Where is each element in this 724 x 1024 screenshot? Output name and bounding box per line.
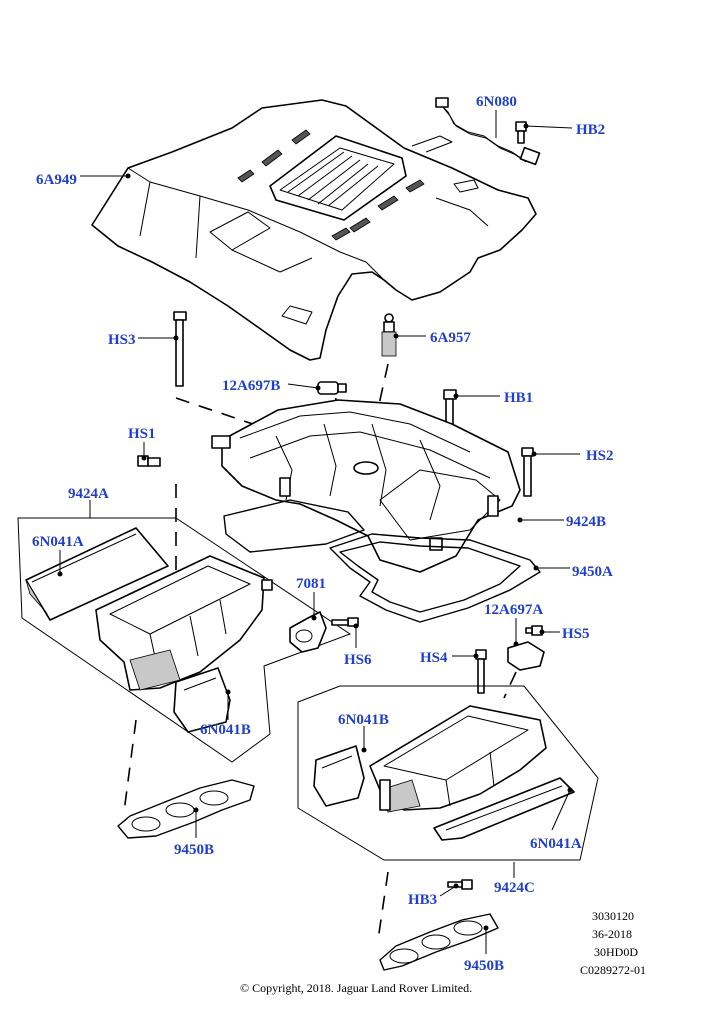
label-9424c: 9424C — [494, 880, 535, 896]
label-hs5: HS5 — [562, 626, 590, 642]
reference-line-1: 3030120 — [592, 909, 634, 923]
bolt-hs3 — [173, 311, 187, 387]
label-6n041a-right: 6N041A — [530, 836, 582, 852]
engine-cover — [91, 99, 537, 361]
label-12a697a: 12A697A — [484, 602, 543, 618]
copyright-notice: © Copyright, 2018. Jaguar Land Rover Lim… — [240, 981, 472, 995]
label-hs2: HS2 — [586, 448, 614, 464]
sensor-12a697b — [317, 381, 347, 395]
label-6a949: 6A949 — [36, 172, 77, 188]
shield-6n041b-right — [313, 745, 365, 807]
bolt-hs2 — [521, 447, 534, 497]
lower-manifold-right — [369, 705, 547, 813]
sensor-12a697a — [507, 641, 545, 671]
label-7081: 7081 — [296, 576, 326, 592]
bolt-hs6 — [331, 617, 359, 627]
cover-6n041a-left — [25, 527, 169, 621]
frame-9424c — [297, 685, 599, 861]
label-9450b-left: 9450B — [174, 842, 214, 858]
gasket-9450b-left — [117, 779, 255, 839]
label-hb2: HB2 — [576, 122, 605, 138]
label-hs3: HS3 — [108, 332, 136, 348]
gasket-9450a — [223, 499, 541, 623]
label-9450a: 9450A — [572, 564, 613, 580]
label-6n041a-left: 6N041A — [32, 534, 84, 550]
bolt-hs4 — [475, 649, 487, 694]
label-9424a: 9424A — [68, 486, 109, 502]
label-hs4: HS4 — [420, 650, 448, 666]
frame-9424a — [17, 517, 352, 763]
label-12a697b: 12A697B — [222, 378, 280, 394]
wiring-harness — [435, 97, 541, 166]
shield-6n041b-left — [173, 667, 231, 733]
reference-line-4: C0289272-01 — [580, 963, 646, 977]
bolt-hs5 — [525, 625, 543, 636]
label-6n041b-right: 6N041B — [338, 712, 389, 728]
fastener-6a957 — [381, 313, 397, 357]
label-6a957: 6A957 — [430, 330, 471, 346]
label-6n080: 6N080 — [476, 94, 517, 110]
reference-line-2: 36-2018 — [592, 927, 632, 941]
label-9424b: 9424B — [566, 514, 606, 530]
leader-lines — [57, 110, 580, 954]
reference-block: 3030120 36-2018 30HD0D C0289272-01 — [580, 909, 646, 977]
label-hb1: HB1 — [504, 390, 533, 406]
label-6n041b-left: 6N041B — [200, 722, 251, 738]
bolt-hb2 — [515, 121, 527, 144]
label-hs1: HS1 — [128, 426, 156, 442]
label-9450b-right: 9450B — [464, 958, 504, 974]
label-hs6: HS6 — [344, 652, 372, 668]
gasket-9450b-right — [379, 913, 499, 971]
bolt-hs1 — [137, 455, 161, 467]
lower-manifold-left — [95, 555, 273, 691]
label-hb3: HB3 — [408, 892, 437, 908]
reference-line-3: 30HD0D — [594, 945, 638, 959]
cover-6n041a-right — [433, 777, 575, 841]
bracket-7081 — [289, 611, 327, 653]
intake-manifold-upper — [211, 399, 521, 573]
bolt-hb3 — [447, 879, 473, 890]
